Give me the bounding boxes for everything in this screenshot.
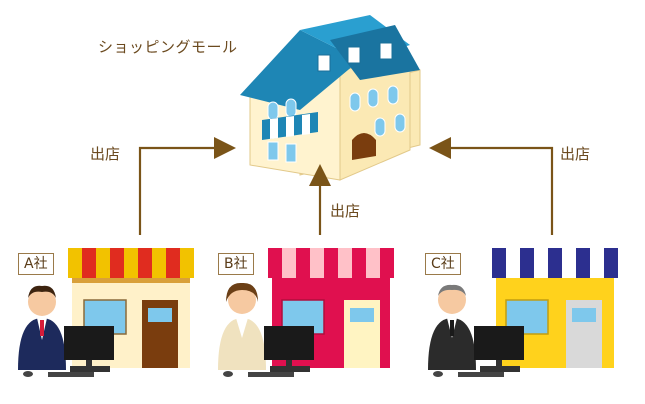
arrows (138, 137, 554, 235)
keyboard-icon (458, 372, 504, 377)
businesswoman-icon (218, 282, 266, 370)
awning-b (268, 248, 394, 278)
arrow-label-right: 出店 (560, 145, 591, 163)
awning-c (492, 248, 618, 278)
keyboard-icon (248, 372, 294, 377)
arrow-label-middle: 出店 (330, 202, 361, 220)
mouse-icon (223, 371, 233, 377)
computer-monitor-icon (64, 326, 114, 372)
mouse-icon (23, 371, 33, 377)
arrow-label-left: 出店 (90, 145, 121, 163)
computer-monitor-icon (474, 326, 524, 372)
store-c (492, 248, 618, 368)
company-badge-a: A社 (18, 253, 54, 275)
awning-a (68, 248, 194, 278)
mall-title: ショッピングモール (98, 38, 238, 56)
mall-building-icon (240, 15, 421, 181)
arrow-from-a (138, 137, 236, 235)
computer-monitor-icon (264, 326, 314, 372)
company-badge-c: C社 (425, 253, 461, 275)
arrow-from-c (429, 137, 554, 235)
businessman-icon (428, 284, 476, 370)
mouse-icon (433, 371, 443, 377)
company-badge-b: B社 (218, 253, 254, 275)
businessman-icon (18, 285, 66, 370)
keyboard-icon (48, 372, 94, 377)
